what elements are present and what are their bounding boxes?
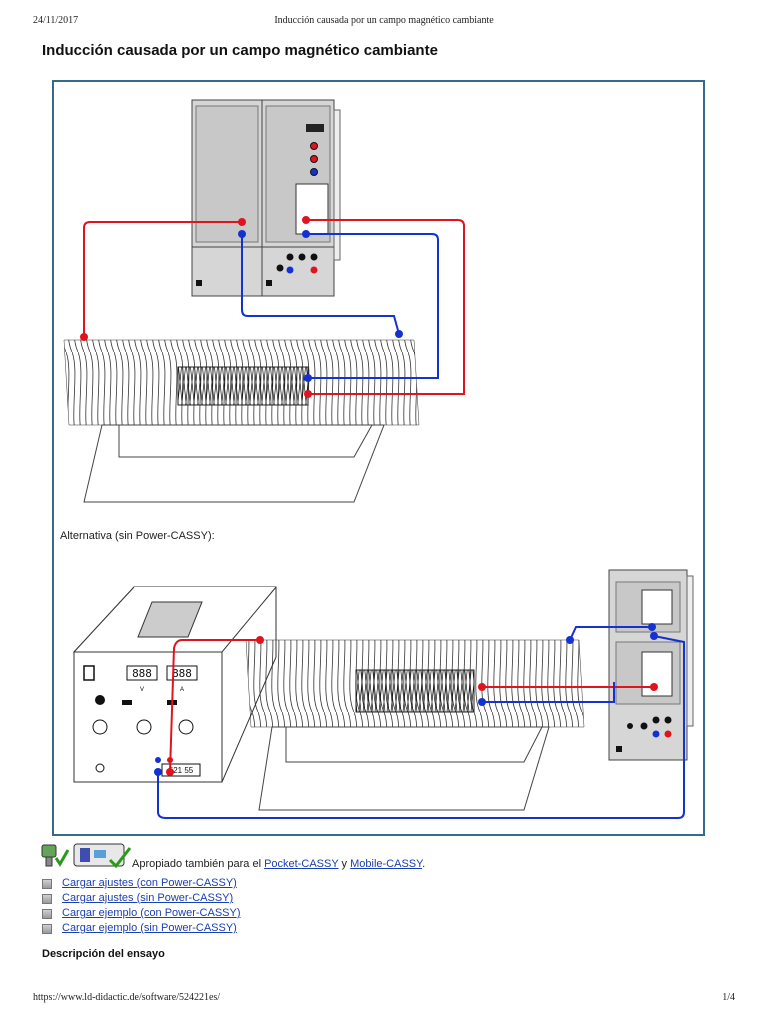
display-volts: 888 (132, 667, 152, 680)
compatibility-row: Apropiado también para el Pocket-CASSY y… (40, 842, 740, 872)
cassy-devices-icon (41, 843, 132, 869)
cassy-units-top (191, 99, 341, 297)
setup-illustration: 888 888 V A 521 55 (63, 99, 694, 819)
section-title: Descripción del ensayo (42, 948, 165, 960)
compat-prefix: Apropiado también para el (132, 858, 262, 870)
print-date: 24/11/2017 (33, 15, 79, 26)
display-amps: 888 (172, 667, 192, 680)
pocket-cassy-link[interactable]: Pocket-CASSY (264, 858, 339, 870)
file-icon (42, 909, 52, 919)
unit-a-label: A (180, 687, 184, 693)
compat-suffix: . (422, 858, 426, 870)
mobile-cassy-link[interactable]: Mobile-CASSY (350, 858, 423, 870)
top-wires (80, 216, 465, 398)
bottom-wires (154, 623, 685, 819)
file-icon (42, 924, 52, 934)
field-coil-bottom (245, 639, 585, 811)
unit-v-label: V (140, 687, 144, 693)
field-coil-top (63, 339, 420, 503)
power-supply: 888 888 V A 521 55 (72, 586, 277, 783)
compat-and: y (341, 858, 348, 870)
load-example-without-power-cassy-link[interactable]: Cargar ejemplo (sin Power-CASSY) (62, 922, 237, 934)
model-label: 521 55 (169, 766, 194, 775)
file-icon (42, 894, 52, 904)
load-example-with-power-cassy-link[interactable]: Cargar ejemplo (con Power-CASSY) (62, 907, 241, 919)
file-icon (42, 879, 52, 889)
load-settings-with-power-cassy-link[interactable]: Cargar ajustes (con Power-CASSY) (62, 877, 237, 889)
print-page-number: 1/4 (722, 992, 735, 1003)
alternative-label: Alternativa (sin Power-CASSY): (60, 530, 215, 542)
cassy-unit-bottom (608, 569, 694, 761)
print-url: https://www.ld-didactic.de/software/5242… (33, 992, 221, 1003)
page-title: Inducción causada por un campo magnético… (42, 42, 438, 59)
experiment-figure: 888 888 V A 521 55 (52, 80, 705, 836)
load-settings-without-power-cassy-link[interactable]: Cargar ajustes (sin Power-CASSY) (62, 892, 234, 904)
print-footer: https://www.ld-didactic.de/software/5242… (33, 992, 735, 1006)
compatibility-text: Apropiado también para el Pocket-CASSY y… (132, 858, 425, 870)
print-title: Inducción causada por un campo magnético… (274, 15, 494, 26)
print-header: 24/11/2017 Inducción causada por un camp… (33, 15, 735, 29)
